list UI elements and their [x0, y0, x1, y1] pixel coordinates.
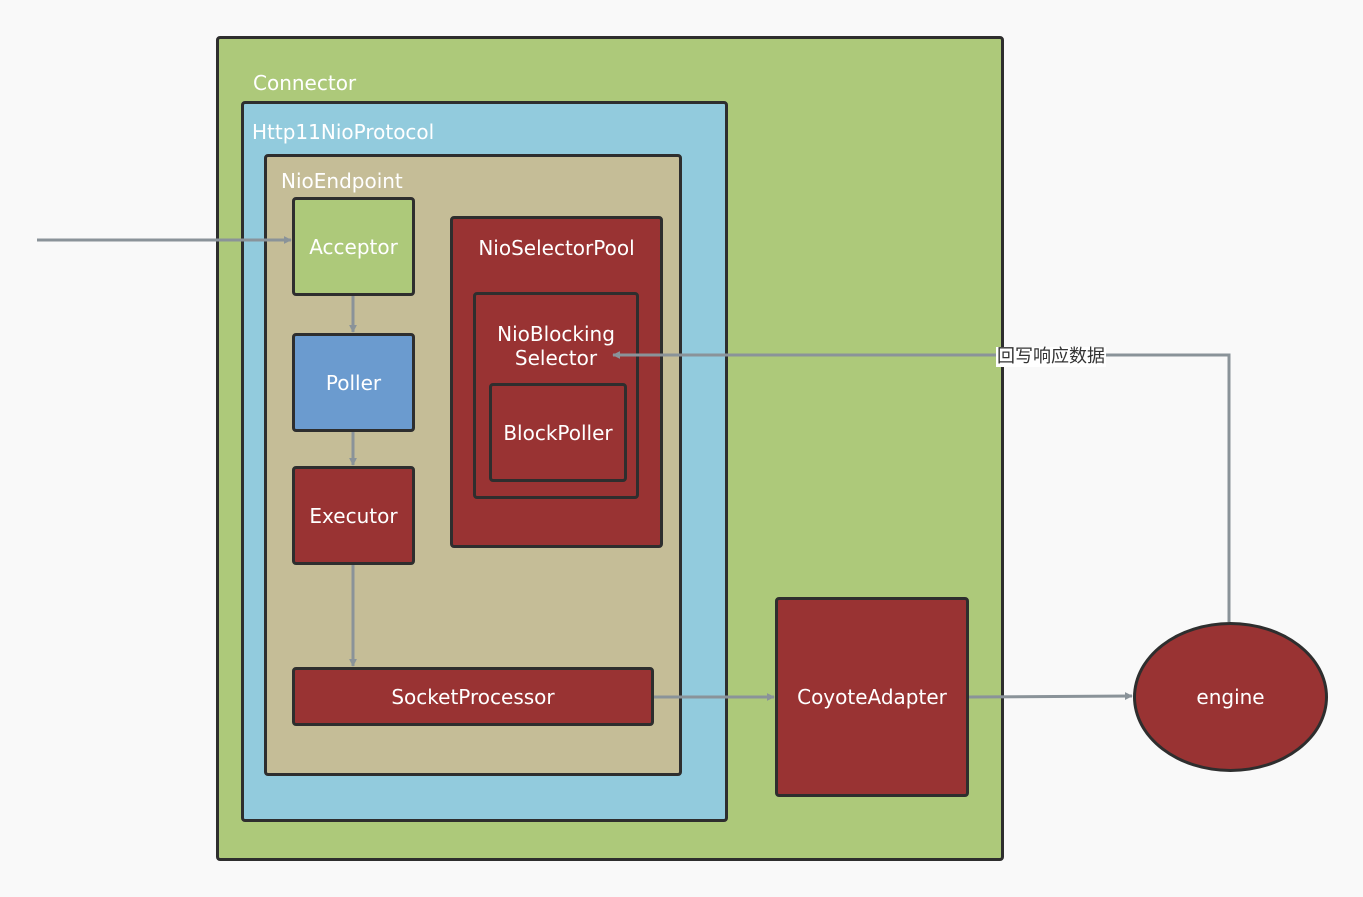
edge-engine-to-nio-blocking-selector	[612, 351, 1231, 622]
coyote-adapter-label: CoyoteAdapter	[797, 685, 947, 709]
poller-node: Poller	[292, 333, 415, 432]
engine-node: engine	[1133, 622, 1328, 772]
executor-node: Executor	[292, 466, 415, 565]
nio-endpoint-label: NioEndpoint	[281, 169, 403, 193]
acceptor-node: Acceptor	[292, 197, 415, 296]
edge-coyote-adapter-to-engine	[968, 692, 1133, 701]
block-poller-label: BlockPoller	[503, 420, 613, 445]
socket-processor-label: SocketProcessor	[391, 684, 555, 709]
nio-blocking-selector-label: NioBlocking Selector	[497, 322, 615, 370]
http11-nio-protocol-label: Http11NioProtocol	[252, 120, 435, 144]
acceptor-label: Acceptor	[309, 234, 398, 259]
coyote-adapter-node: CoyoteAdapter	[775, 597, 969, 797]
socket-processor-node: SocketProcessor	[292, 667, 654, 726]
poller-label: Poller	[325, 370, 382, 395]
block-poller-node: BlockPoller	[489, 383, 627, 482]
nio-selector-pool-label: NioSelectorPool	[478, 236, 635, 260]
write-back-edge-label: 回写响应数据	[996, 346, 1106, 367]
engine-label: engine	[1196, 685, 1265, 709]
connector-label: Connector	[253, 71, 357, 95]
executor-label: Executor	[309, 503, 398, 528]
